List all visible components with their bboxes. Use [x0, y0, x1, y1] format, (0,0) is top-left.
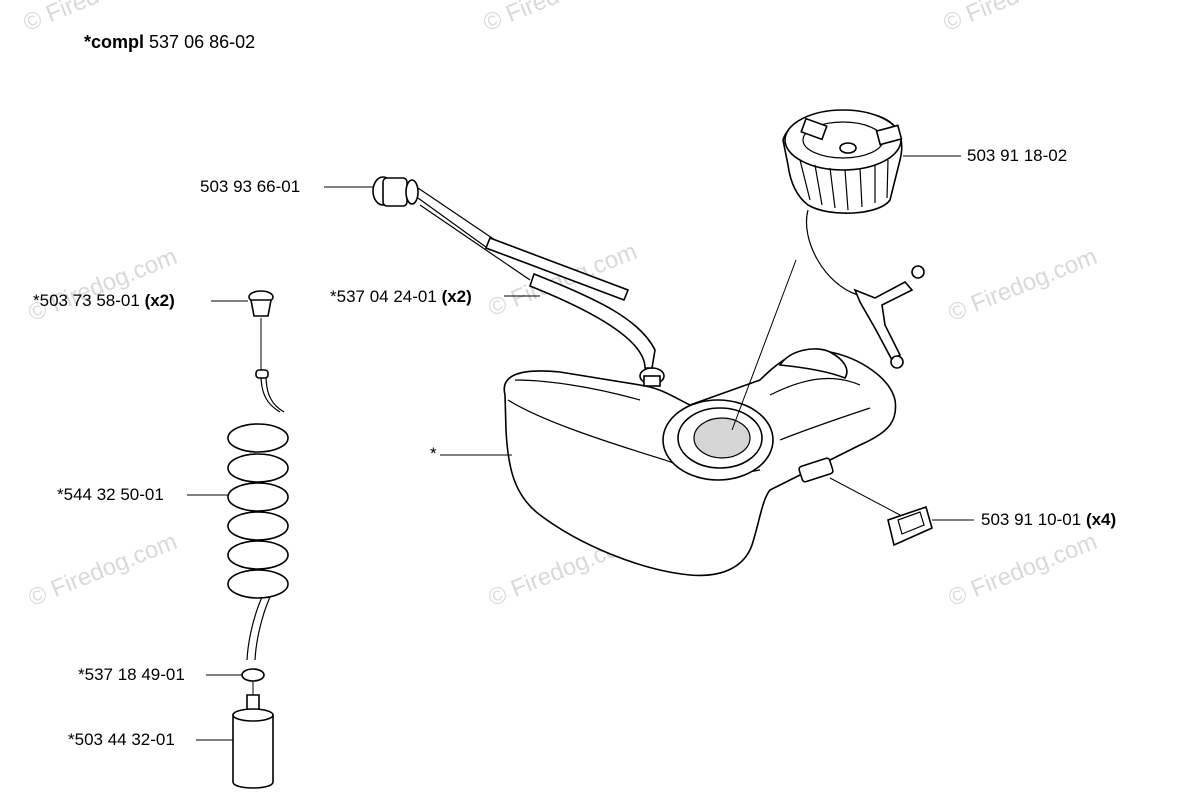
fuel-hose-assembly: [372, 176, 656, 369]
part-label: *503 73 58-01 (x2): [33, 291, 175, 311]
part-label: *544 32 50-01: [57, 485, 164, 505]
fuel-tank: [503, 348, 897, 577]
filler-cap: [731, 109, 925, 431]
o-ring: [241, 668, 265, 695]
part-number: 503 91 18-02: [967, 146, 1068, 165]
coiled-fuel-hose: [227, 369, 289, 661]
grommet: [248, 290, 274, 372]
part-number: 503 93 66-01: [200, 177, 301, 196]
part-quantity: (x4): [1085, 510, 1117, 529]
part-label: *537 04 24-01 (x2): [330, 287, 472, 307]
part-label: 503 91 18-02: [967, 146, 1067, 166]
part-number: *: [430, 444, 437, 463]
part-label: *537 18 49-01: [78, 665, 185, 685]
part-number: 503 91 10-01: [981, 510, 1082, 529]
part-label: *503 44 32-01: [68, 730, 175, 750]
part-quantity: (x2): [441, 287, 472, 306]
assembly-header: *compl 537 06 86-02: [84, 32, 255, 52]
part-number: *544 32 50-01: [57, 485, 164, 504]
part-number: *503 73 58-01: [33, 291, 140, 310]
part-number: *537 18 49-01: [78, 665, 185, 684]
part-number: *503 44 32-01: [68, 730, 175, 749]
header-prefix: *compl: [84, 32, 145, 52]
part-label: 503 91 10-01 (x4): [981, 510, 1116, 530]
fuel-filter: [232, 694, 274, 789]
part-label: 503 93 66-01: [200, 177, 300, 197]
part-label: *: [430, 444, 437, 464]
rubber-mount: [829, 477, 933, 547]
header-number: 537 06 86-02: [149, 32, 256, 52]
part-quantity: (x2): [144, 291, 175, 310]
part-number: *537 04 24-01: [330, 287, 437, 306]
